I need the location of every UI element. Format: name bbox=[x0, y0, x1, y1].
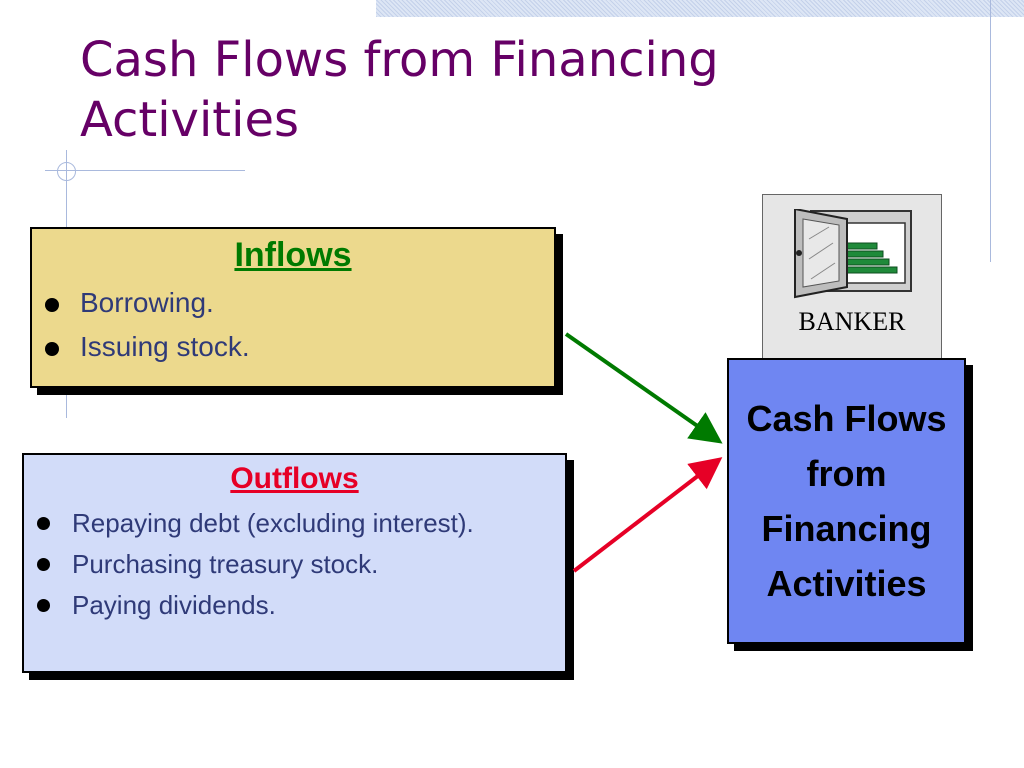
outflow-arrow bbox=[572, 457, 723, 573]
inflows-panel: Inflows Borrowing. Issuing stock. bbox=[30, 227, 556, 388]
outflows-heading: Outflows bbox=[230, 462, 359, 495]
inflows-heading: Inflows bbox=[234, 236, 352, 274]
slide-title: Cash Flows from Financing Activities bbox=[80, 32, 719, 148]
decorative-header-band bbox=[376, 0, 1024, 17]
inflows-item-borrowing: Borrowing. bbox=[32, 285, 554, 321]
decorative-horizontal-line bbox=[45, 170, 245, 171]
cash-flows-summary-text: Cash Flows from Financing Activities bbox=[746, 398, 947, 604]
outflows-list: Repaying debt (excluding interest). Purc… bbox=[24, 507, 565, 622]
outflows-item-repaying-debt: Repaying debt (excluding interest). bbox=[24, 507, 565, 540]
banker-illustration: BANKER bbox=[762, 194, 942, 360]
outflows-panel: Outflows Repaying debt (excluding intere… bbox=[22, 453, 567, 673]
bank-vault-icon bbox=[794, 209, 912, 299]
banker-label: BANKER bbox=[798, 307, 906, 336]
outflows-item-dividends: Paying dividends. bbox=[24, 589, 565, 622]
cash-flows-summary-box: Cash Flows from Financing Activities bbox=[727, 358, 966, 644]
decorative-vertical-line-right bbox=[990, 0, 991, 262]
inflows-list: Borrowing. Issuing stock. bbox=[32, 285, 554, 365]
inflows-item-issuing-stock: Issuing stock. bbox=[32, 329, 554, 365]
decorative-circle bbox=[57, 162, 76, 181]
inflow-arrow bbox=[564, 332, 723, 444]
outflows-item-treasury-stock: Purchasing treasury stock. bbox=[24, 548, 565, 581]
